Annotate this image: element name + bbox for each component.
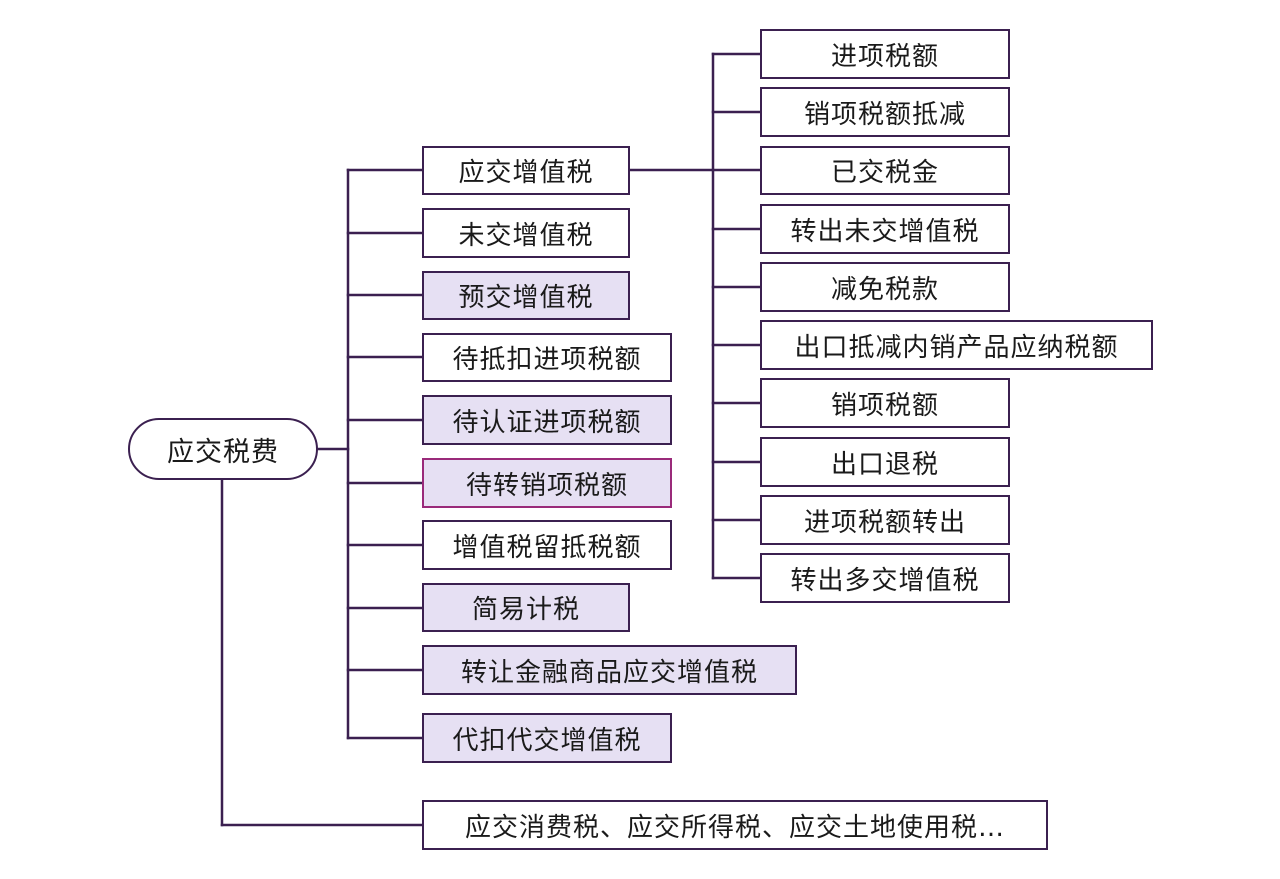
vat-subitem-node: 出口退税 bbox=[760, 437, 1010, 487]
root-node: 应交税费 bbox=[128, 418, 318, 480]
other-taxes-label: 应交消费税、应交所得税、应交土地使用税… bbox=[464, 812, 1005, 843]
vat-subitem-label: 销项税额 bbox=[830, 390, 939, 421]
child-label: 未交增值税 bbox=[458, 220, 594, 251]
vat-subitem-node: 已交税金 bbox=[760, 146, 1010, 195]
child-label: 应交增值税 bbox=[458, 158, 594, 188]
vat-subitem-label: 减免税款 bbox=[830, 274, 939, 305]
vat-subitem-node: 减免税款 bbox=[760, 262, 1010, 312]
vat-subitem-node: 转出多交增值税 bbox=[760, 553, 1010, 603]
child-node-vat-payable: 应交增值税 bbox=[422, 146, 630, 195]
vat-subitem-label: 转出多交增值税 bbox=[790, 565, 980, 596]
vat-subitem-node: 转出未交增值税 bbox=[760, 204, 1010, 254]
child-label: 代扣代交增值税 bbox=[452, 725, 642, 756]
child-node-pending-output: 待转销项税额 bbox=[422, 458, 672, 508]
child-node-withheld-vat: 代扣代交增值税 bbox=[422, 713, 672, 763]
root-label: 应交税费 bbox=[167, 436, 279, 468]
child-label: 简易计税 bbox=[471, 595, 580, 625]
child-label: 待转销项税额 bbox=[465, 470, 628, 501]
child-node-financial-products-vat: 转让金融商品应交增值税 bbox=[422, 645, 797, 695]
vat-subitem-node: 销项税额抵减 bbox=[760, 87, 1010, 137]
child-label: 待认证进项税额 bbox=[452, 407, 642, 438]
vat-subitem-node: 销项税额 bbox=[760, 378, 1010, 428]
child-node-uncertified-input: 待认证进项税额 bbox=[422, 395, 672, 445]
vat-subitem-node: 进项税额转出 bbox=[760, 495, 1010, 545]
vat-subitem-label: 已交税金 bbox=[830, 158, 939, 188]
child-label: 预交增值税 bbox=[458, 283, 594, 313]
vat-subitem-node: 进项税额 bbox=[760, 29, 1010, 79]
vat-subitem-label: 转出未交增值税 bbox=[790, 216, 980, 247]
child-label: 增值税留抵税额 bbox=[452, 532, 642, 563]
child-node-unpaid-vat: 未交增值税 bbox=[422, 208, 630, 258]
other-taxes-node: 应交消费税、应交所得税、应交土地使用税… bbox=[422, 800, 1048, 850]
child-node-deductible-input: 待抵扣进项税额 bbox=[422, 333, 672, 382]
child-node-retained-credit: 增值税留抵税额 bbox=[422, 520, 672, 570]
child-node-simplified-tax: 简易计税 bbox=[422, 583, 630, 632]
vat-subitem-label: 出口抵减内销产品应纳税额 bbox=[794, 332, 1119, 363]
child-label: 转让金融商品应交增值税 bbox=[460, 657, 758, 688]
vat-subitem-label: 进项税额转出 bbox=[803, 507, 966, 538]
vat-subitem-label: 销项税额抵减 bbox=[803, 99, 966, 130]
vat-subitem-label: 进项税额 bbox=[830, 41, 939, 72]
vat-subitem-node: 出口抵减内销产品应纳税额 bbox=[760, 320, 1153, 370]
vat-subitem-label: 出口退税 bbox=[830, 449, 939, 480]
child-node-prepaid-vat: 预交增值税 bbox=[422, 271, 630, 320]
child-label: 待抵扣进项税额 bbox=[452, 345, 642, 375]
